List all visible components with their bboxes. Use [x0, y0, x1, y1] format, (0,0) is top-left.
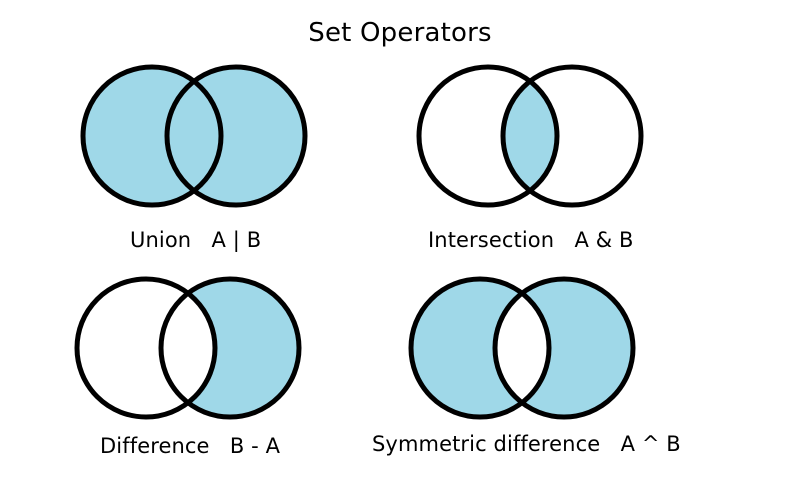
- union-circle-a-outline: [80, 64, 224, 208]
- caption-intersection: Intersection A & B: [428, 228, 634, 252]
- caption-difference: Difference B - A: [100, 434, 281, 458]
- symdiff-circle-b-outline: [492, 276, 636, 420]
- difference-circle-a-outline: [74, 276, 218, 420]
- union-svg: [80, 64, 308, 208]
- intersection-overlap-fill: [503, 67, 557, 205]
- caption-union: Union A | B: [130, 228, 262, 252]
- caption-symmetric-difference: Symmetric difference A ^ B: [372, 432, 681, 456]
- difference-b-only-fill: [72, 274, 304, 424]
- union-overlap-fill: [167, 67, 221, 205]
- page-title: Set Operators: [308, 18, 492, 48]
- intersection-circle-a-outline: [416, 64, 560, 208]
- difference-svg: [72, 274, 304, 424]
- venn-diagram-difference: [72, 274, 304, 424]
- venn-diagram-union: [78, 62, 310, 212]
- union-circle-b-outline: [164, 64, 308, 208]
- symdiff-b-only-fill: [406, 274, 638, 424]
- intersection-circle-b-outline: [500, 64, 644, 208]
- intersection-svg: [416, 64, 644, 208]
- venn-diagram-symmetric-difference: [406, 274, 638, 424]
- symdiff-circle-a-outline: [408, 276, 552, 420]
- difference-circle-b-outline: [158, 276, 302, 420]
- venn-diagram-intersection: [414, 62, 646, 212]
- symmetric-difference-svg: [406, 274, 638, 424]
